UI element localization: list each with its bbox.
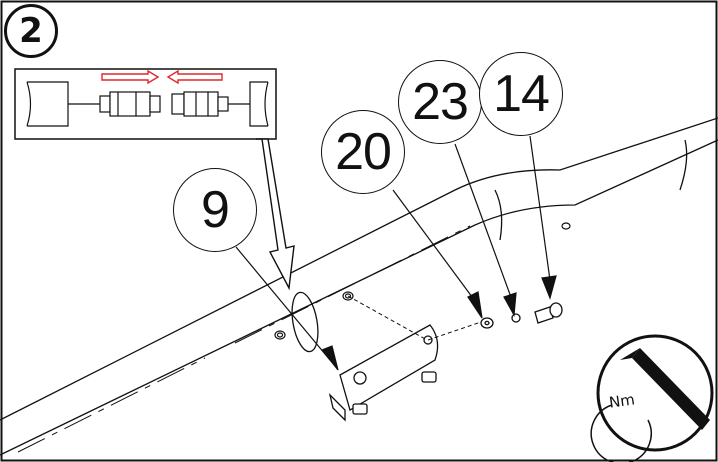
lock-washer-23 (511, 313, 521, 323)
leader-lines (235, 135, 557, 371)
leader-arrow-9 (321, 345, 339, 371)
red-arrow-left-icon (166, 69, 223, 85)
leader-arrow-23 (503, 292, 517, 317)
connector-inset (14, 68, 277, 140)
callout-part-23: 23 (398, 60, 482, 144)
torque-wrench-icon (590, 334, 714, 462)
tube (0, 117, 718, 456)
connector-socket-icon (171, 91, 229, 117)
step-number-badge: 2 (4, 4, 58, 58)
callout-part-20: 20 (321, 110, 405, 194)
leader-arrow-14 (541, 275, 557, 300)
connector-plug-icon (99, 91, 161, 117)
inset-pointer-arrow (256, 138, 295, 291)
callout-part-14: 14 (479, 52, 563, 136)
torque-unit-label: Nm (607, 390, 636, 412)
callout-part-9: 9 (173, 168, 257, 252)
clamp-bracket (328, 324, 439, 422)
assembly-guides (347, 295, 482, 341)
leader-arrow-20 (467, 291, 483, 319)
tube-holes (274, 222, 571, 340)
bolt-14 (534, 306, 554, 324)
hardware (480, 302, 563, 329)
red-arrow-right-icon (101, 69, 160, 85)
